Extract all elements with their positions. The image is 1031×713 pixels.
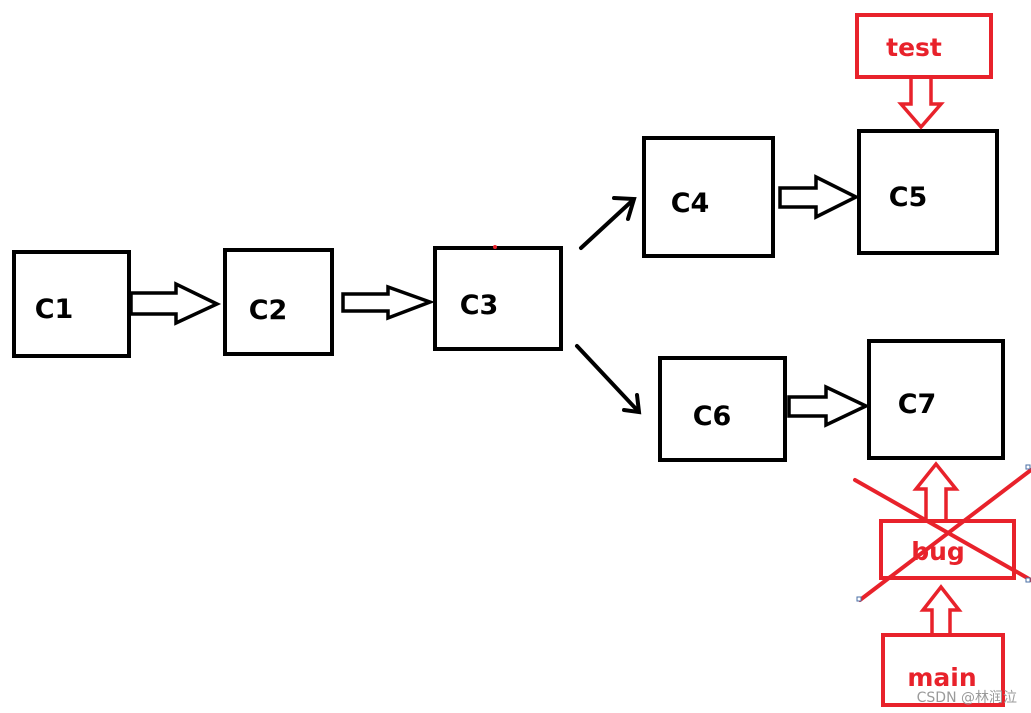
commit-c2: C2 [223,248,334,356]
arrow-c3-c6 [575,344,642,415]
commit-c5: C5 [857,129,999,255]
commit-c1-box [12,250,131,358]
arrow-c6-c7 [787,384,871,428]
ref-test: test [855,13,993,79]
commit-c4: C4 [642,136,775,258]
cross-out-mark [853,468,1031,602]
commit-c7-box [867,339,1005,460]
commit-c5-box [857,129,999,255]
arrow-main-bug [919,584,963,637]
commit-c7-label: C7 [898,389,937,420]
arrow-test-c5 [897,75,945,130]
red-speck [493,245,497,249]
commit-c2-label: C2 [249,295,288,326]
commit-c4-box [642,136,775,258]
commit-c1: C1 [12,250,131,358]
arrow-c3-c4 [579,196,637,250]
commit-c6-label: C6 [693,401,732,432]
ref-main-label: main [907,663,976,692]
commit-c4-label: C4 [671,188,710,219]
commit-c5-label: C5 [889,182,928,213]
ref-test-label: test [886,33,942,62]
arrow-c2-c3 [341,284,436,321]
arrow-c1-c2 [129,281,222,326]
commit-c6-box [658,356,787,462]
commit-c6: C6 [658,356,787,462]
commit-c3: C3 [433,246,563,351]
arrow-bug-c7 [912,461,960,523]
selection-handles [856,464,1031,602]
commit-c2-box [223,248,334,356]
commit-c3-label: C3 [460,290,499,321]
commit-c3-box [433,246,563,351]
commit-c1-label: C1 [35,294,74,325]
arrow-c4-c5 [778,174,860,220]
commit-c7: C7 [867,339,1005,460]
watermark: CSDN @林润泣 [916,690,1017,706]
